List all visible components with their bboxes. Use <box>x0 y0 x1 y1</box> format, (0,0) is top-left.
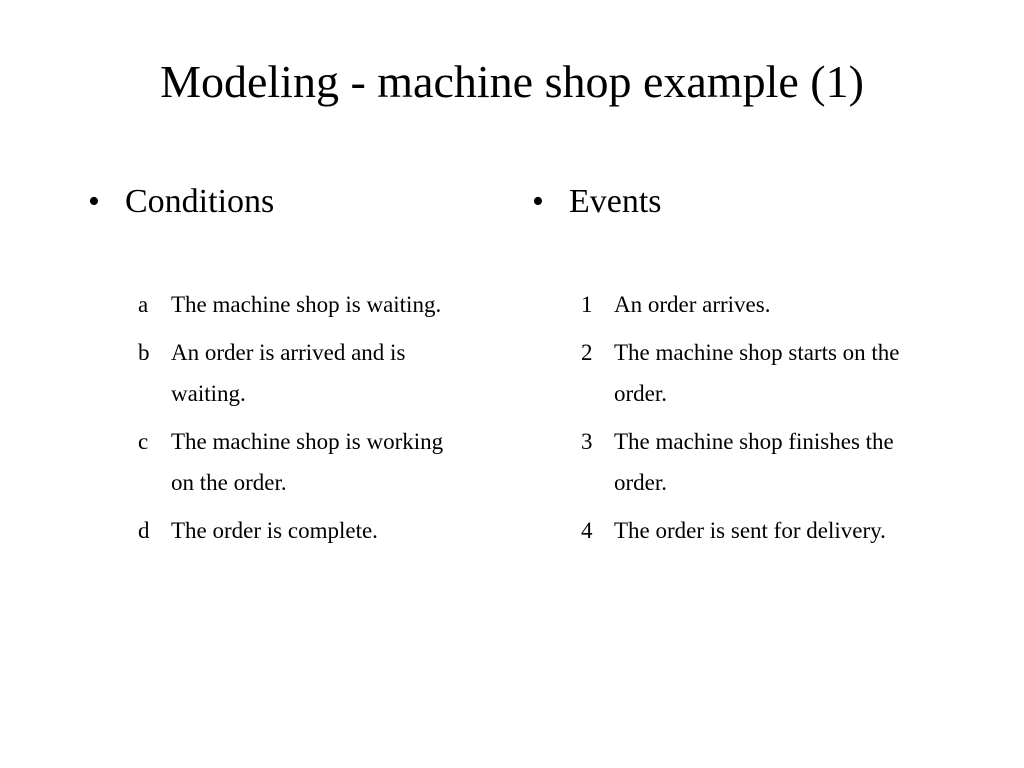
item-marker: c <box>138 429 149 454</box>
bullet-icon: • <box>88 183 100 220</box>
item-marker: b <box>138 340 150 365</box>
list-item: a The machine shop is waiting. <box>138 284 468 325</box>
events-list: 1 An order arrives. 2 The machine shop s… <box>581 284 921 558</box>
item-marker: 4 <box>581 518 593 543</box>
list-item: 1 An order arrives. <box>581 284 921 325</box>
item-marker: 3 <box>581 429 593 454</box>
item-marker: a <box>138 292 149 317</box>
item-marker: d <box>138 518 150 543</box>
bullet-icon: • <box>532 183 544 220</box>
slide-title: Modeling - machine shop example (1) <box>160 56 864 107</box>
item-text: An order arrives. <box>614 292 771 317</box>
item-text: An order is arrived and is waiting. <box>171 340 406 406</box>
events-heading: • Events <box>532 180 952 224</box>
list-item: 3 The machine shop finishes the order. <box>581 421 921 503</box>
events-column: • Events 1 An order arrives. 2 The machi… <box>532 180 952 543</box>
events-heading-label: Events <box>569 183 662 220</box>
list-item: 4 The order is sent for delivery. <box>581 510 921 551</box>
conditions-column: • Conditions a The machine shop is waiti… <box>88 180 488 543</box>
list-item: d The order is complete. <box>138 510 468 551</box>
item-text: The machine shop is waiting. <box>171 292 442 317</box>
conditions-list: a The machine shop is waiting. b An orde… <box>138 284 468 558</box>
list-item: b An order is arrived and is waiting. <box>138 332 468 414</box>
item-text: The machine shop finishes the order. <box>614 429 894 495</box>
conditions-heading: • Conditions <box>88 180 488 224</box>
item-marker: 1 <box>581 292 593 317</box>
item-marker: 2 <box>581 340 593 365</box>
item-text: The machine shop starts on the order. <box>614 340 900 406</box>
item-text: The order is sent for delivery. <box>614 518 886 543</box>
list-item: c The machine shop is working on the ord… <box>138 421 468 503</box>
list-item: 2 The machine shop starts on the order. <box>581 332 921 414</box>
item-text: The machine shop is working on the order… <box>171 429 444 495</box>
conditions-heading-label: Conditions <box>125 183 275 220</box>
item-text: The order is complete. <box>171 518 378 543</box>
